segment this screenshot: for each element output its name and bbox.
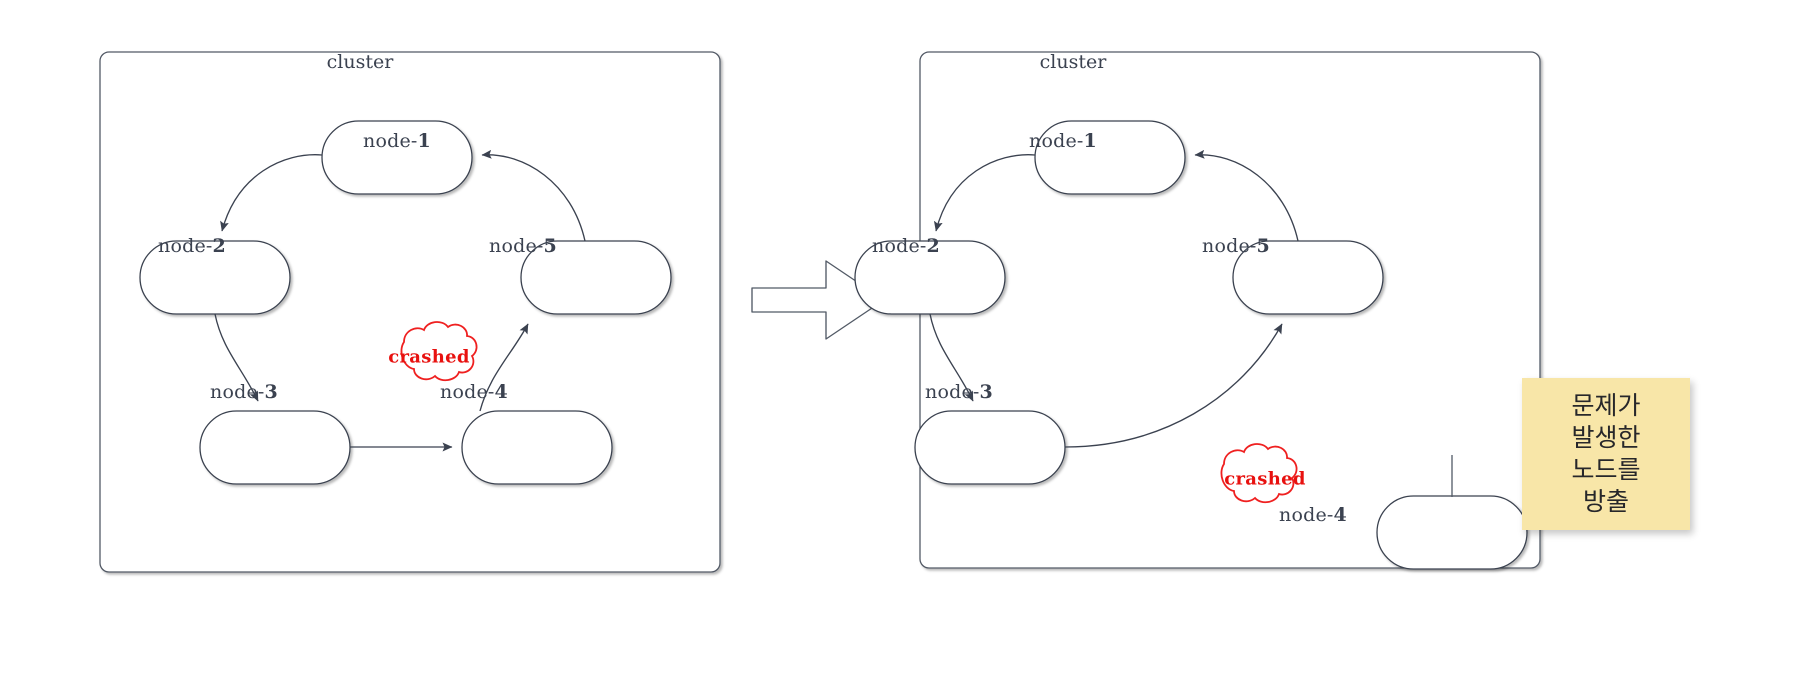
crashed-cloud-after <box>1220 443 1298 504</box>
node-label-5-after: node-5 <box>1202 235 1270 257</box>
sticky-note-line: 발생한 <box>1571 423 1641 452</box>
node-label-3-after: node-3 <box>925 381 993 403</box>
node-label-num: 3 <box>264 381 278 403</box>
node-label-prefix: node- <box>1279 504 1334 526</box>
edge-5-to-1-before <box>481 149 586 242</box>
panel-before <box>99 51 721 573</box>
node-label-2-before: node-2 <box>158 235 226 257</box>
node-box-3-before[interactable] <box>199 410 351 485</box>
node-label-5-before: node-5 <box>489 235 557 257</box>
node-label-prefix: node- <box>489 235 544 257</box>
node-box-3-after[interactable] <box>914 410 1066 485</box>
node-label-prefix: node- <box>363 130 418 152</box>
node-label-4-after: node-4 <box>1279 504 1347 526</box>
crashed-cloud-before <box>400 321 478 382</box>
node-label-prefix: node- <box>872 235 927 257</box>
sticky-note-line: 문제가 <box>1571 391 1641 420</box>
node-label-prefix: node- <box>925 381 980 403</box>
crashed-badge-label-after: crashed <box>1224 468 1306 490</box>
node-label-prefix: node- <box>158 235 213 257</box>
cluster-title-before: cluster <box>326 51 394 73</box>
node-label-2-after: node-2 <box>872 235 940 257</box>
node-label-num: 4 <box>1333 504 1347 526</box>
edge-1-to-2-before <box>220 154 323 232</box>
edge-2-to-3-before <box>214 313 259 402</box>
sticky-note-line: 노드를 <box>1571 455 1641 484</box>
node-label-prefix: node- <box>1202 235 1257 257</box>
edge-5-to-1-after <box>1194 149 1299 242</box>
node-label-4-before: node-4 <box>440 381 508 403</box>
edge-2-to-3-after <box>929 313 974 402</box>
node-label-prefix: node- <box>1029 130 1084 152</box>
node-label-num: 2 <box>212 235 226 257</box>
node-label-num: 1 <box>417 130 431 152</box>
node-label-num: 4 <box>494 381 508 403</box>
node-label-num: 5 <box>543 235 557 257</box>
crashed-badge-label-before: crashed <box>388 346 470 368</box>
panel-after <box>854 51 1541 570</box>
node-box-4-after[interactable] <box>1376 495 1528 570</box>
node-label-1-before: node-1 <box>363 130 431 152</box>
node-box-4-before[interactable] <box>461 410 613 485</box>
node-label-num: 2 <box>926 235 940 257</box>
sticky-note[interactable]: 문제가 발생한 노드를 방출 <box>1522 378 1690 530</box>
node-box-5-before[interactable] <box>520 240 672 315</box>
edge-1-to-2-after <box>933 154 1036 232</box>
node-label-prefix: node- <box>210 381 265 403</box>
cluster-title-after: cluster <box>1039 51 1107 73</box>
node-label-3-before: node-3 <box>210 381 278 403</box>
node-label-num: 1 <box>1083 130 1097 152</box>
transition-arrow-icon <box>751 260 885 340</box>
node-label-num: 5 <box>1256 235 1270 257</box>
node-box-5-after[interactable] <box>1232 240 1384 315</box>
sticky-note-line: 방출 <box>1582 487 1629 516</box>
node-label-1-after: node-1 <box>1029 130 1097 152</box>
node-box-1-before[interactable] <box>321 120 473 195</box>
edge-4-to-5-before <box>479 323 529 412</box>
node-label-num: 3 <box>979 381 993 403</box>
node-label-prefix: node- <box>440 381 495 403</box>
edge-3-to-5-after <box>1064 323 1283 448</box>
node-box-1-after[interactable] <box>1034 120 1186 195</box>
